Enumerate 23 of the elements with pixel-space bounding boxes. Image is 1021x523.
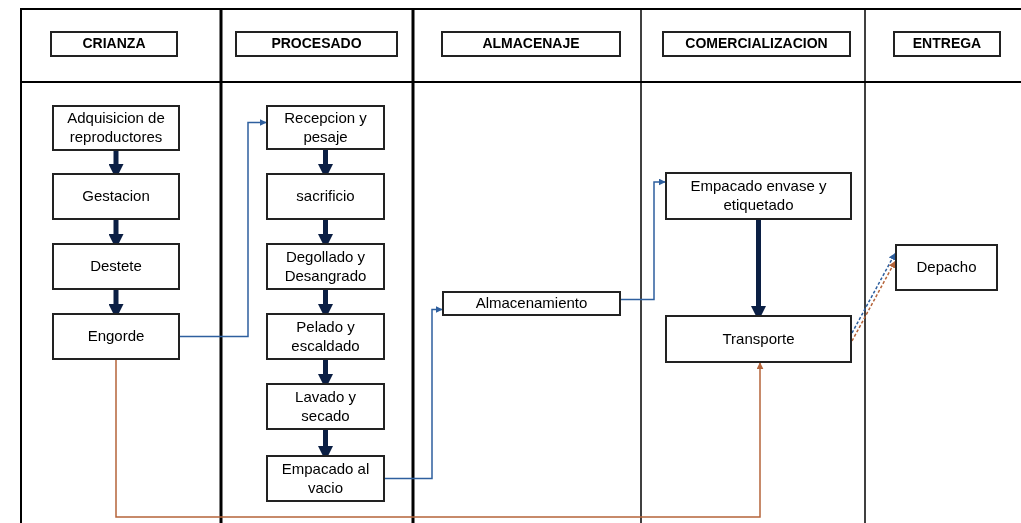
lane-header-box: ALMACENAJE <box>441 31 621 57</box>
process-box: Almacenamiento <box>442 291 621 316</box>
lane-header-box: ENTREGA <box>893 31 1001 57</box>
process-box: Degollado y Desangrado <box>266 243 385 290</box>
process-box: Transporte <box>665 315 852 363</box>
process-box: Empacado al vacio <box>266 455 385 502</box>
process-box: Lavado y secado <box>266 383 385 430</box>
process-box: sacrificio <box>266 173 385 220</box>
process-box: Gestacion <box>52 173 180 220</box>
process-box: Recepcion y pesaje <box>266 105 385 150</box>
arrow <box>115 359 764 518</box>
lane-header-box: COMERCIALIZACION <box>662 31 851 57</box>
arrow <box>620 178 666 301</box>
process-box: Destete <box>52 243 180 290</box>
lane-header-box: PROCESADO <box>235 31 398 57</box>
arrow <box>179 119 267 338</box>
process-box: Depacho <box>895 244 998 291</box>
process-box: Empacado envase y etiquetado <box>665 172 852 220</box>
arrow <box>384 306 443 480</box>
lane-header-box: CRIANZA <box>50 31 178 57</box>
process-box: Engorde <box>52 313 180 360</box>
process-box: Pelado y escaldado <box>266 313 385 360</box>
process-box: Adquisicion de reproductores <box>52 105 180 151</box>
